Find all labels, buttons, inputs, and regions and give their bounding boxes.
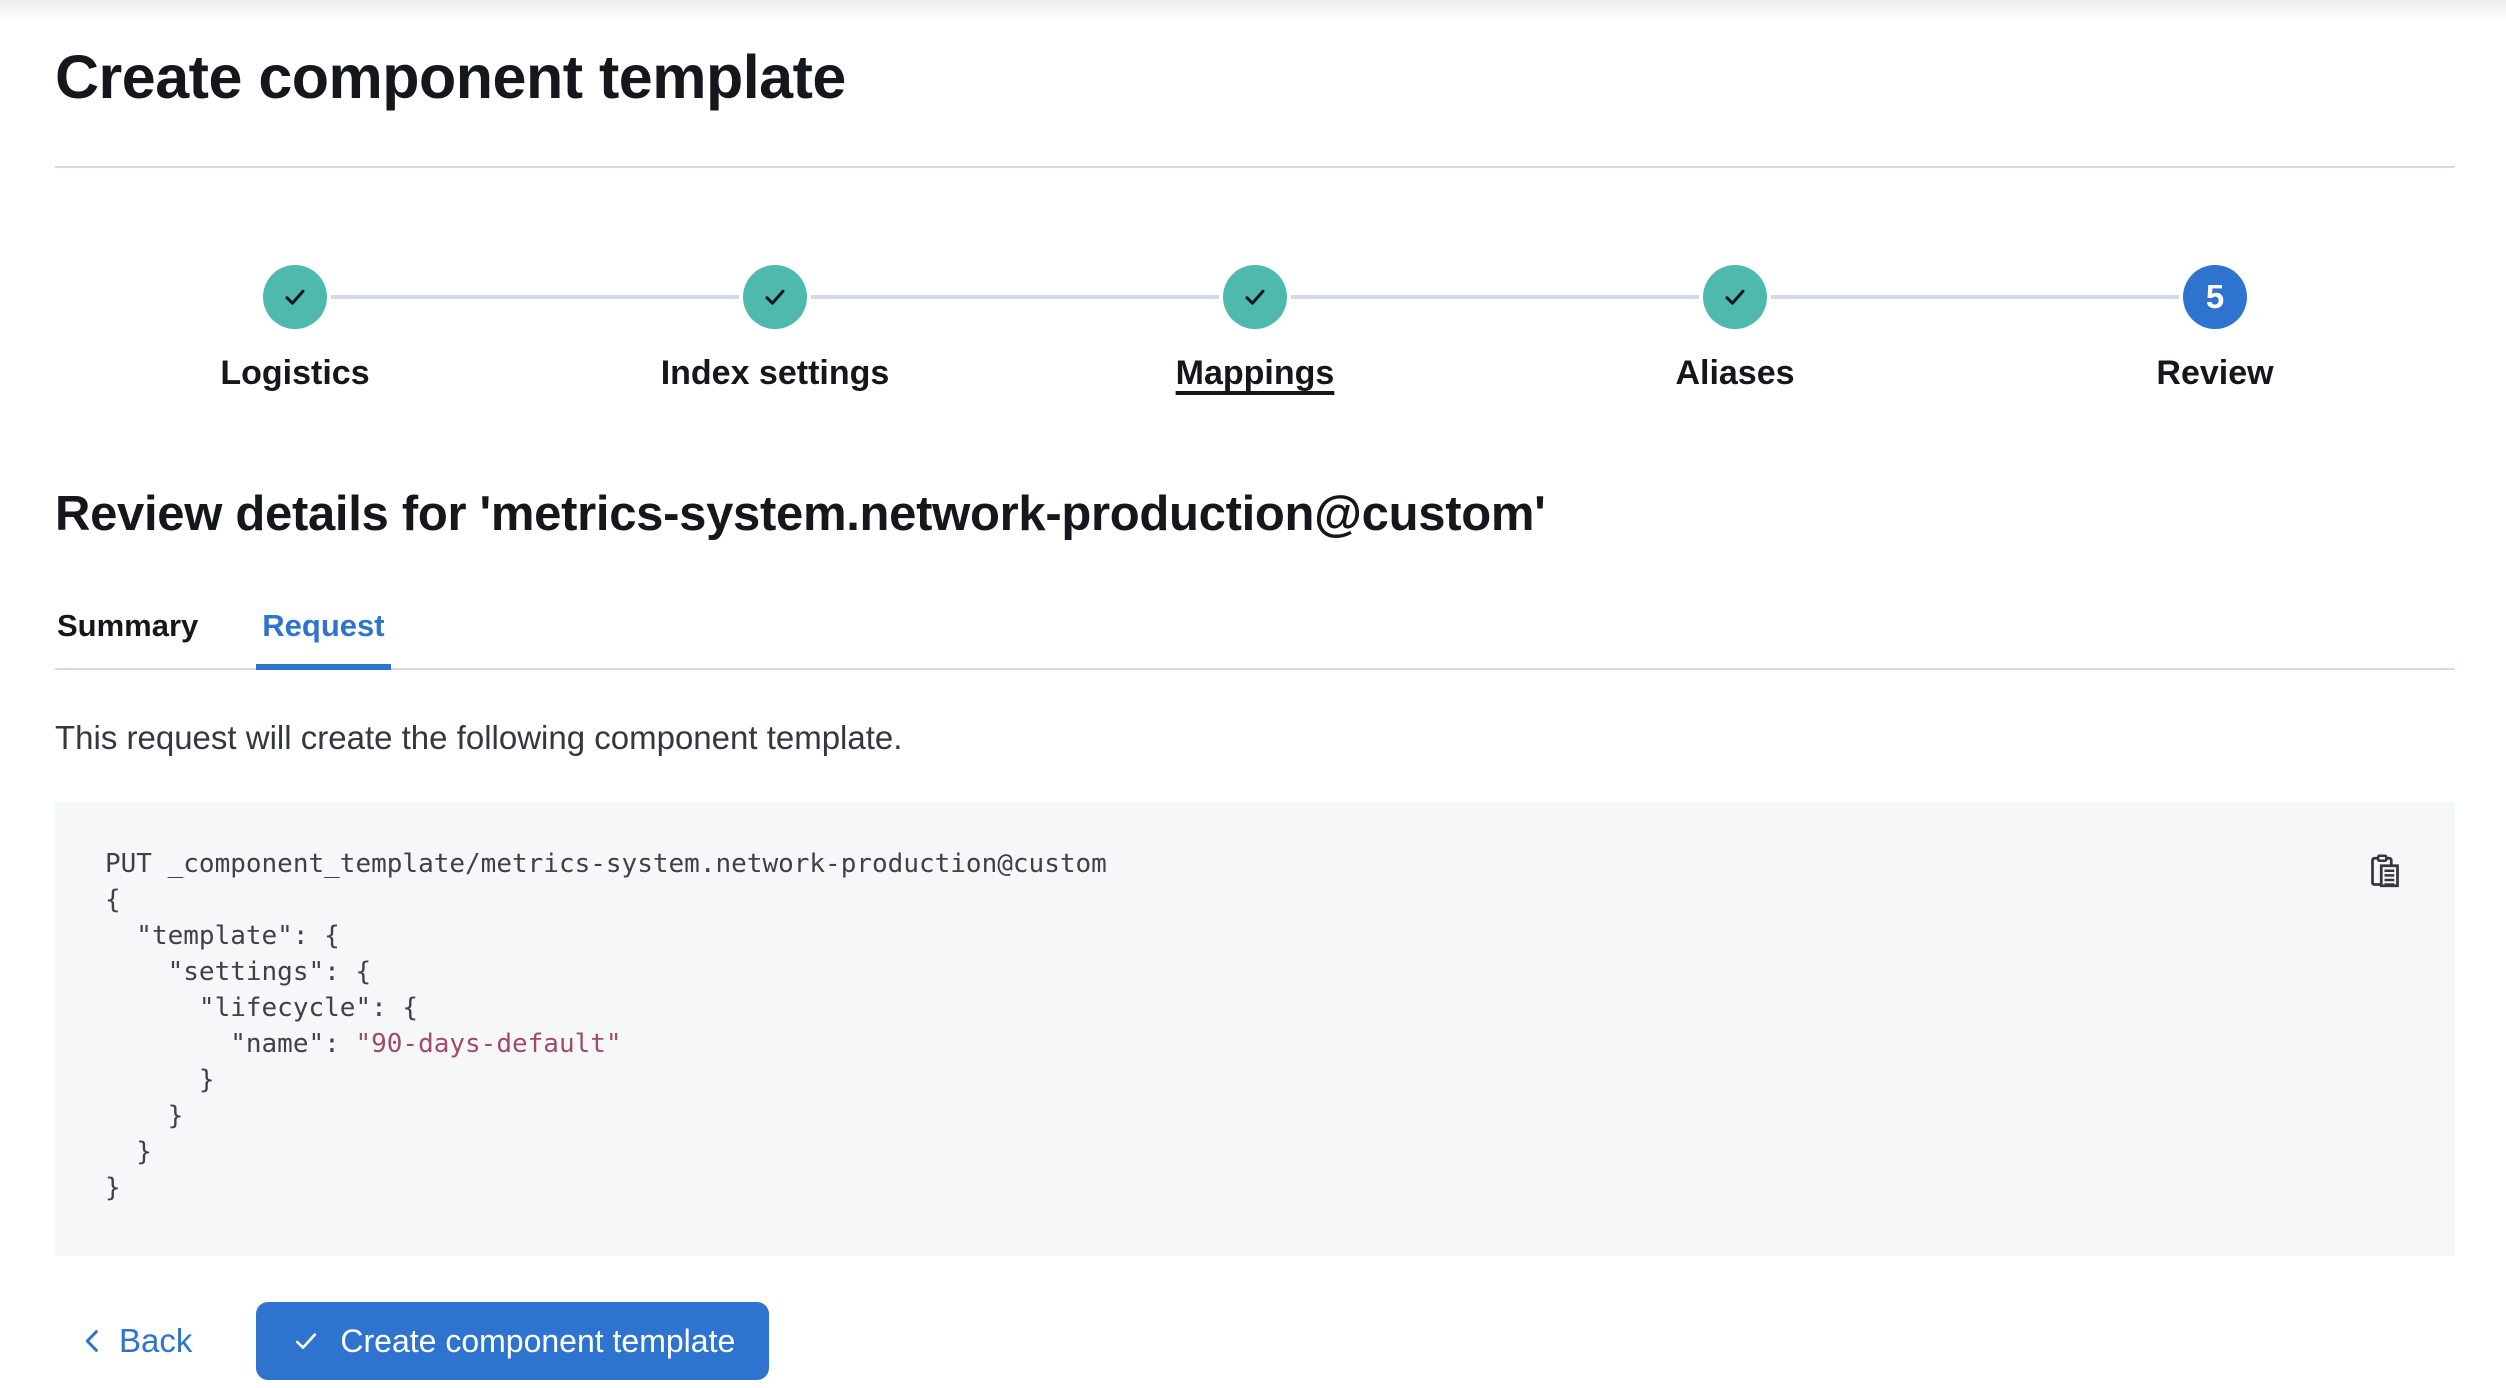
code-string-value: "90-days-default"	[355, 1029, 622, 1059]
code-line: "settings": {	[105, 957, 372, 987]
code-line: }	[105, 1065, 215, 1095]
step-complete-circle	[1223, 265, 1287, 329]
code-line: }	[105, 1137, 152, 1167]
step-number: 5	[2205, 278, 2225, 315]
code-line: "template": {	[105, 921, 340, 951]
code-line: "lifecycle": {	[105, 993, 419, 1023]
window-top-edge	[0, 0, 2506, 24]
check-icon	[279, 281, 311, 313]
step-review: 5 Review	[1975, 265, 2455, 393]
create-component-template-button[interactable]: Create component template	[256, 1302, 770, 1380]
step-label: Mappings	[1175, 354, 1335, 392]
check-icon	[1719, 281, 1751, 313]
step-logistics[interactable]: Logistics	[55, 265, 535, 393]
request-code-block: PUT _component_template/metrics-system.n…	[55, 802, 2455, 1256]
step-mappings[interactable]: Mappings	[1015, 265, 1495, 393]
stepper: Logistics Index settings Mapping	[55, 265, 2455, 393]
back-button[interactable]: Back	[77, 1322, 192, 1360]
step-current-circle: 5	[2183, 265, 2247, 329]
chevron-left-icon	[77, 1326, 107, 1356]
check-icon	[759, 281, 791, 313]
step-index-settings[interactable]: Index settings	[535, 265, 1015, 393]
step-complete-circle	[263, 265, 327, 329]
step-aliases[interactable]: Aliases	[1495, 265, 1975, 393]
copy-button[interactable]	[2365, 852, 2405, 892]
check-icon	[290, 1325, 322, 1357]
review-heading: Review details for 'metrics-system.netwo…	[55, 487, 1546, 541]
code-line: }	[105, 1173, 121, 1203]
step-label: Aliases	[1675, 354, 1795, 392]
code-line: }	[105, 1101, 184, 1131]
page-title: Create component template	[55, 43, 846, 111]
create-button-label: Create component template	[340, 1322, 736, 1359]
back-label: Back	[119, 1322, 193, 1359]
tab-summary[interactable]: Summary	[55, 608, 200, 668]
step-label: Index settings	[660, 354, 890, 392]
step-complete-circle	[1703, 265, 1767, 329]
step-label: Review	[2156, 354, 2274, 392]
tab-request[interactable]: Request	[256, 608, 391, 670]
request-description: This request will create the following c…	[55, 719, 903, 756]
title-divider	[55, 166, 2455, 168]
code-line: {	[105, 885, 121, 915]
check-icon	[1239, 281, 1271, 313]
code-line: PUT _component_template/metrics-system.n…	[105, 849, 1107, 879]
footer-actions: Back Create component template	[55, 1302, 2455, 1380]
step-label: Logistics	[220, 354, 370, 392]
code-line: "name": "90-days-default"	[105, 1029, 622, 1059]
step-complete-circle	[743, 265, 807, 329]
review-tabs: Summary Request	[55, 608, 2455, 670]
copy-clipboard-icon	[2365, 852, 2405, 892]
